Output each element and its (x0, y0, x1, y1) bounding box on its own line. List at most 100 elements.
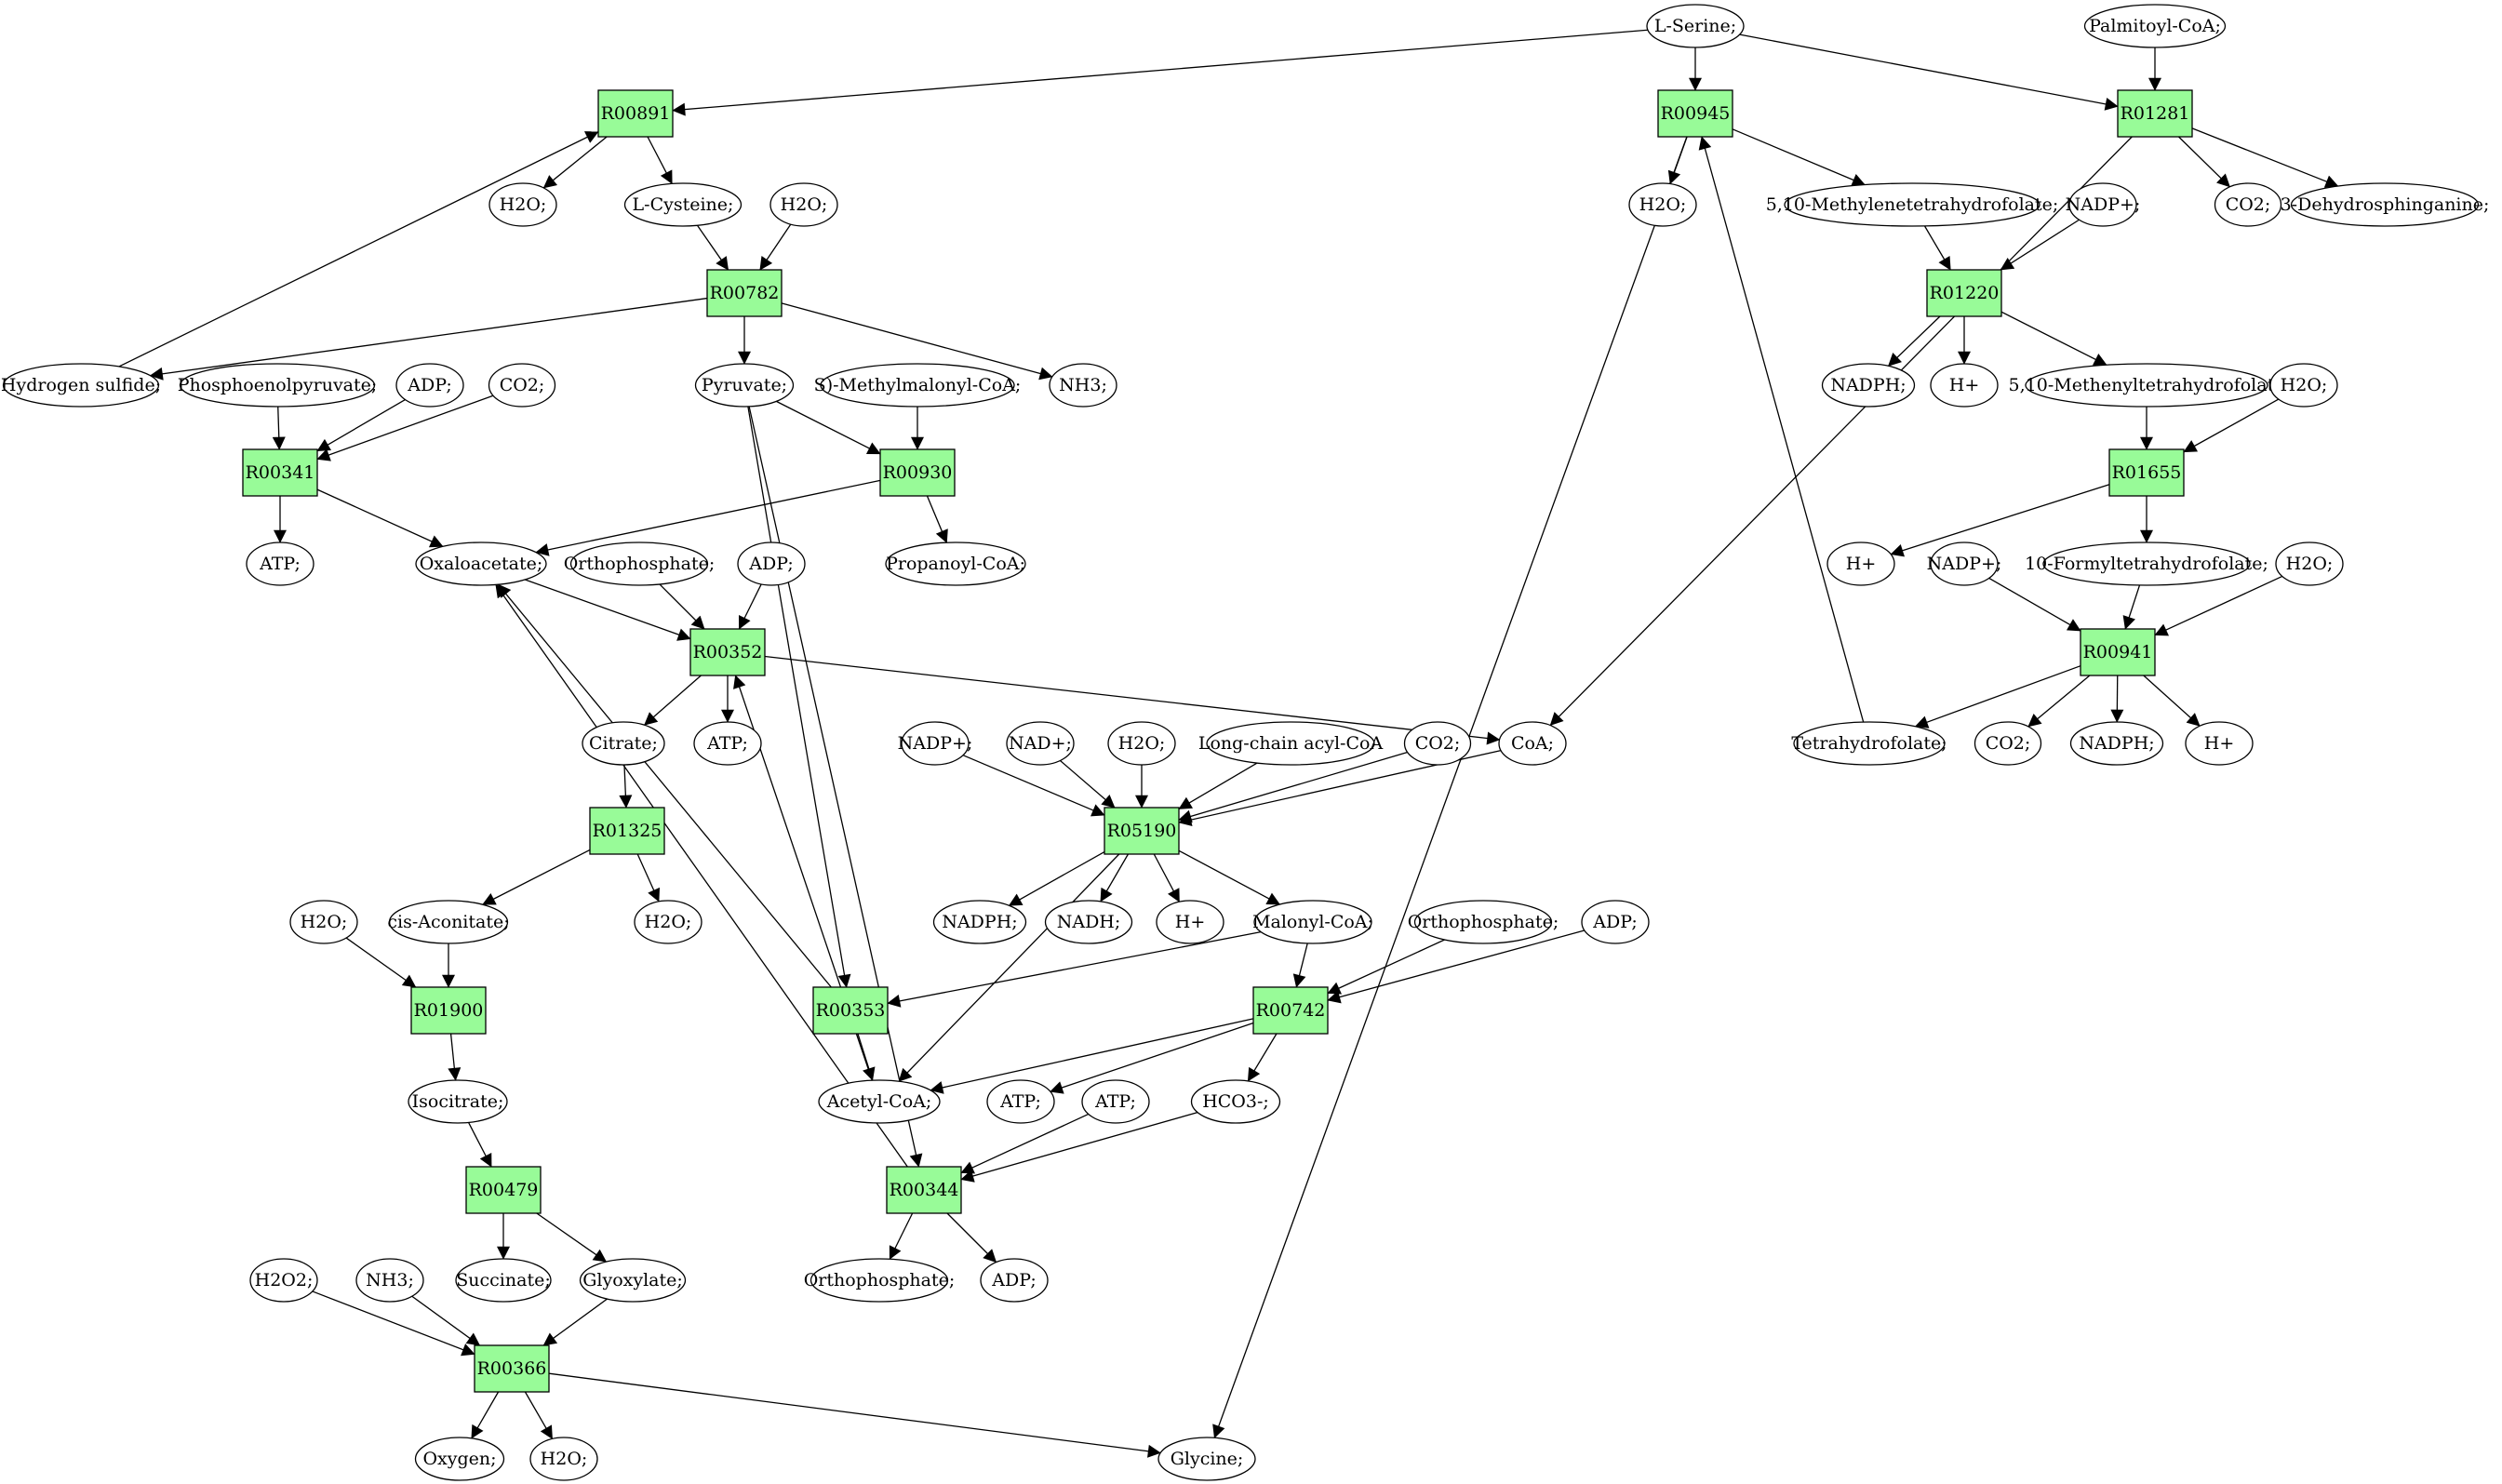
compound-node-methylmalonyl[interactable]: S)-Methylmalonyl-CoA; (814, 363, 1022, 408)
compound-node-lcacyl[interactable]: Long-chain acyl-CoA (1198, 721, 1384, 766)
compound-node-propanoyl[interactable]: Propanoyl-CoA; (885, 541, 1026, 586)
compound-label: H2O; (1118, 733, 1166, 754)
reaction-box (706, 269, 783, 317)
compound-node-h2o-8[interactable]: H2O; (289, 900, 358, 944)
compound-ellipse (1581, 900, 1650, 944)
compound-node-coa[interactable]: CoA; (1498, 721, 1567, 766)
compound-node-nadp-2[interactable]: NADP+; (1927, 541, 2002, 586)
compound-node-citrate[interactable]: Citrate; (582, 721, 665, 766)
reaction-node-r00891[interactable]: R00891 (597, 89, 674, 138)
compound-node-nadp-1[interactable]: NADP+; (2066, 182, 2141, 227)
reaction-node-r00930[interactable]: R00930 (879, 448, 956, 497)
edge-hco3-to-R00344 (960, 1111, 1198, 1183)
compound-node-orthophos-3[interactable]: Orthophosphate; (804, 1258, 956, 1303)
compound-node-h2o-4[interactable]: H2O; (2269, 363, 2338, 408)
compound-node-succinate[interactable]: Succinate; (455, 1258, 552, 1303)
reaction-node-r00941[interactable]: R00941 (2080, 628, 2156, 676)
reaction-node-r00366[interactable]: R00366 (474, 1344, 550, 1393)
compound-node-h2o-6[interactable]: H2O; (1107, 721, 1176, 766)
reaction-node-r00479[interactable]: R00479 (465, 1166, 542, 1214)
compound-node-nadph-3[interactable]: NADPH; (932, 900, 1027, 944)
reaction-node-r01325[interactable]: R01325 (589, 807, 665, 855)
compound-ellipse (693, 721, 762, 766)
reaction-node-r00742[interactable]: R00742 (1252, 986, 1329, 1035)
compound-node-h2o-5[interactable]: H2O; (2275, 541, 2344, 586)
compound-node-co2-1[interactable]: CO2; (2214, 182, 2282, 227)
compound-label: CO2; (1415, 733, 1461, 754)
edge-R01281-to-co2_1 (2178, 136, 2230, 188)
compound-node-serine[interactable]: L-Serine; (1646, 4, 1745, 48)
compound-node-nadp-3[interactable]: NADP+; (898, 721, 973, 766)
compound-node-pep[interactable]: Phosphoenolpyruvate; (178, 363, 378, 408)
reaction-node-r00344[interactable]: R00344 (886, 1166, 962, 1214)
compound-node-adp-3[interactable]: ADP; (1581, 900, 1650, 944)
compound-node-methenyl-thf[interactable]: 5,10-Methenyltetrahydrofolate (2009, 363, 2285, 408)
compound-node-atp-3[interactable]: ATP; (986, 1079, 1055, 1124)
reaction-node-r05190[interactable]: R05190 (1104, 807, 1180, 855)
compound-node-nadh[interactable]: NADH; (1044, 900, 1133, 944)
compound-node-isocitrate[interactable]: Isocitrate; (408, 1079, 508, 1124)
compound-node-h2o-7[interactable]: H2O; (634, 900, 702, 944)
compound-ellipse (623, 182, 743, 227)
compound-node-hco3[interactable]: HCO3-; (1190, 1079, 1281, 1124)
reaction-label: R00891 (601, 103, 671, 124)
compound-node-h2o2[interactable]: H2O2; (249, 1258, 318, 1303)
compound-node-cisaconitate[interactable]: cis-Aconitate; (387, 900, 510, 944)
compound-node-oxygen[interactable]: Oxygen; (414, 1437, 505, 1481)
compound-node-methylene-thf[interactable]: 5,10-Methylenetetrahydrofolate; (1766, 182, 2059, 227)
compound-node-cysteine[interactable]: L-Cysteine; (623, 182, 743, 227)
reaction-node-r01281[interactable]: R01281 (2117, 89, 2193, 138)
compound-node-hplus-2[interactable]: H+ (1826, 541, 1895, 586)
compound-node-atp-1[interactable]: ATP; (246, 541, 314, 586)
compound-node-atp-4[interactable]: ATP; (1081, 1079, 1150, 1124)
reaction-node-r01900[interactable]: R01900 (410, 986, 487, 1035)
compound-node-nh3-2[interactable]: NH3; (355, 1258, 424, 1303)
compound-node-co2-2[interactable]: CO2; (488, 363, 556, 408)
reaction-node-r00945[interactable]: R00945 (1657, 89, 1733, 138)
compound-node-hplus-1[interactable]: H+ (1930, 363, 1999, 408)
compound-node-glyoxylate[interactable]: Glyoxylate; (579, 1258, 687, 1303)
compound-node-glycine[interactable]: Glycine; (1157, 1437, 1256, 1481)
compound-node-adp-2[interactable]: ADP; (737, 541, 806, 586)
compound-node-adp-4[interactable]: ADP; (980, 1258, 1049, 1303)
compound-node-co2-3[interactable]: CO2; (1403, 721, 1472, 766)
compound-node-oxaloacetate[interactable]: Oxaloacetate; (415, 541, 547, 586)
reaction-node-r00353[interactable]: R00353 (812, 986, 889, 1035)
compound-node-h2o-3[interactable]: H2O; (1628, 182, 1697, 227)
reaction-node-r00352[interactable]: R00352 (689, 628, 766, 676)
compound-node-acetylcoa[interactable]: Acetyl-CoA; (818, 1079, 941, 1124)
compound-label: ADP; (1592, 912, 1637, 932)
compound-node-nadph-2[interactable]: NADPH; (2069, 721, 2164, 766)
compound-node-h2s[interactable]: Hydrogen sulfide; (1, 363, 161, 408)
compound-node-atp-2[interactable]: ATP; (693, 721, 762, 766)
reaction-node-r01220[interactable]: R01220 (1926, 269, 2002, 317)
compound-ellipse (1413, 900, 1553, 944)
compound-node-dehydrosph[interactable]: 3-Dehydrosphinganine; (2281, 182, 2490, 227)
edge-nadp_1-to-R01220 (2000, 219, 2080, 271)
compound-node-h2o-1[interactable]: H2O; (488, 182, 557, 227)
reaction-node-r01655[interactable]: R01655 (2108, 448, 2185, 497)
compound-node-malonyl[interactable]: Malonyl-CoA; (1252, 900, 1373, 944)
compound-node-pyruvate[interactable]: Pyruvate; (694, 363, 795, 408)
compound-label: Malonyl-CoA; (1252, 912, 1373, 932)
compound-node-adp-1[interactable]: ADP; (395, 363, 464, 408)
compound-node-palmitoyl[interactable]: Palmitoyl-CoA; (2083, 4, 2227, 48)
reaction-node-r00341[interactable]: R00341 (242, 448, 318, 497)
compound-node-h2o-2[interactable]: H2O; (769, 182, 838, 227)
edge-R00352-to-coa (764, 655, 1501, 745)
compound-node-nadph-1[interactable]: NADPH; (1821, 363, 1916, 408)
compound-node-thf[interactable]: Tetrahydrofolate; (1791, 721, 1947, 766)
compound-node-co2-4[interactable]: CO2; (1974, 721, 2042, 766)
edge-R01220-to-methenyl_thf (2000, 311, 2107, 366)
compound-node-orthophos-1[interactable]: Orthophosphate; (564, 541, 716, 586)
compound-node-nad[interactable]: NAD+; (1006, 721, 1075, 766)
compound-node-hplus-4[interactable]: H+ (1156, 900, 1224, 944)
reaction-box (1657, 89, 1733, 138)
compound-node-h2o-9[interactable]: H2O; (529, 1437, 598, 1481)
compound-node-nh3-1[interactable]: NH3; (1049, 363, 1117, 408)
compound-node-orthophos-2[interactable]: Orthophosphate; (1408, 900, 1559, 944)
compound-node-hplus-3[interactable]: H+ (2185, 721, 2254, 766)
compound-node-formyl-thf[interactable]: 10-Formyltetrahydrofolate; (2025, 541, 2268, 586)
reaction-node-r00782[interactable]: R00782 (706, 269, 783, 317)
